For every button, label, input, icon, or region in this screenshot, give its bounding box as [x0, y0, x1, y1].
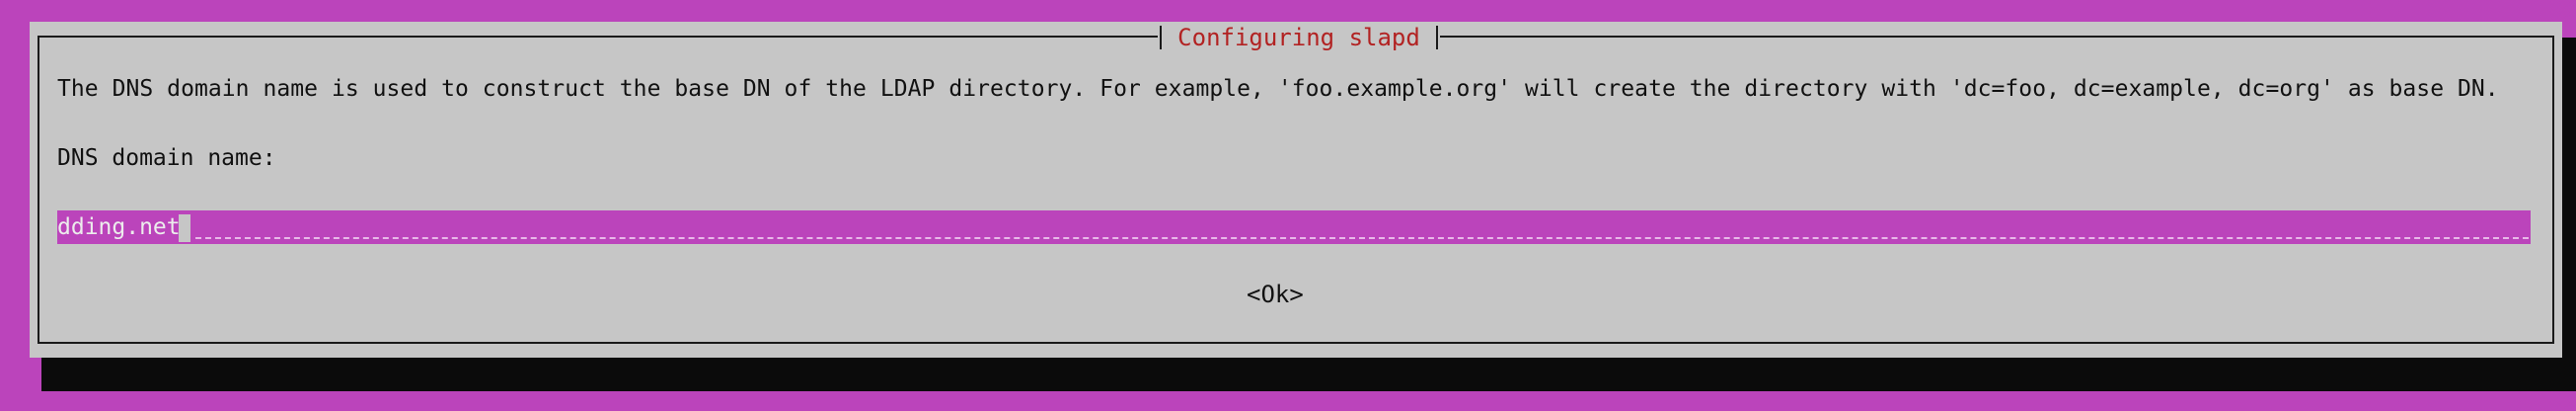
input-fill-dashes — [195, 237, 2529, 239]
ok-button[interactable]: <Ok> — [1247, 281, 1304, 308]
dialog-title-text: Configuring slapd — [1177, 24, 1420, 51]
text-cursor — [179, 214, 190, 242]
dialog-title: Configuring slapd — [1158, 22, 1440, 53]
dns-domain-input[interactable]: dding.net — [57, 210, 2531, 244]
dns-domain-label: DNS domain name: — [57, 145, 276, 171]
description-text: The DNS domain name is used to construct… — [57, 76, 2499, 102]
dns-domain-value: dding.net — [57, 214, 181, 240]
slapd-config-dialog: Configuring slapd The DNS domain name is… — [30, 22, 2562, 358]
